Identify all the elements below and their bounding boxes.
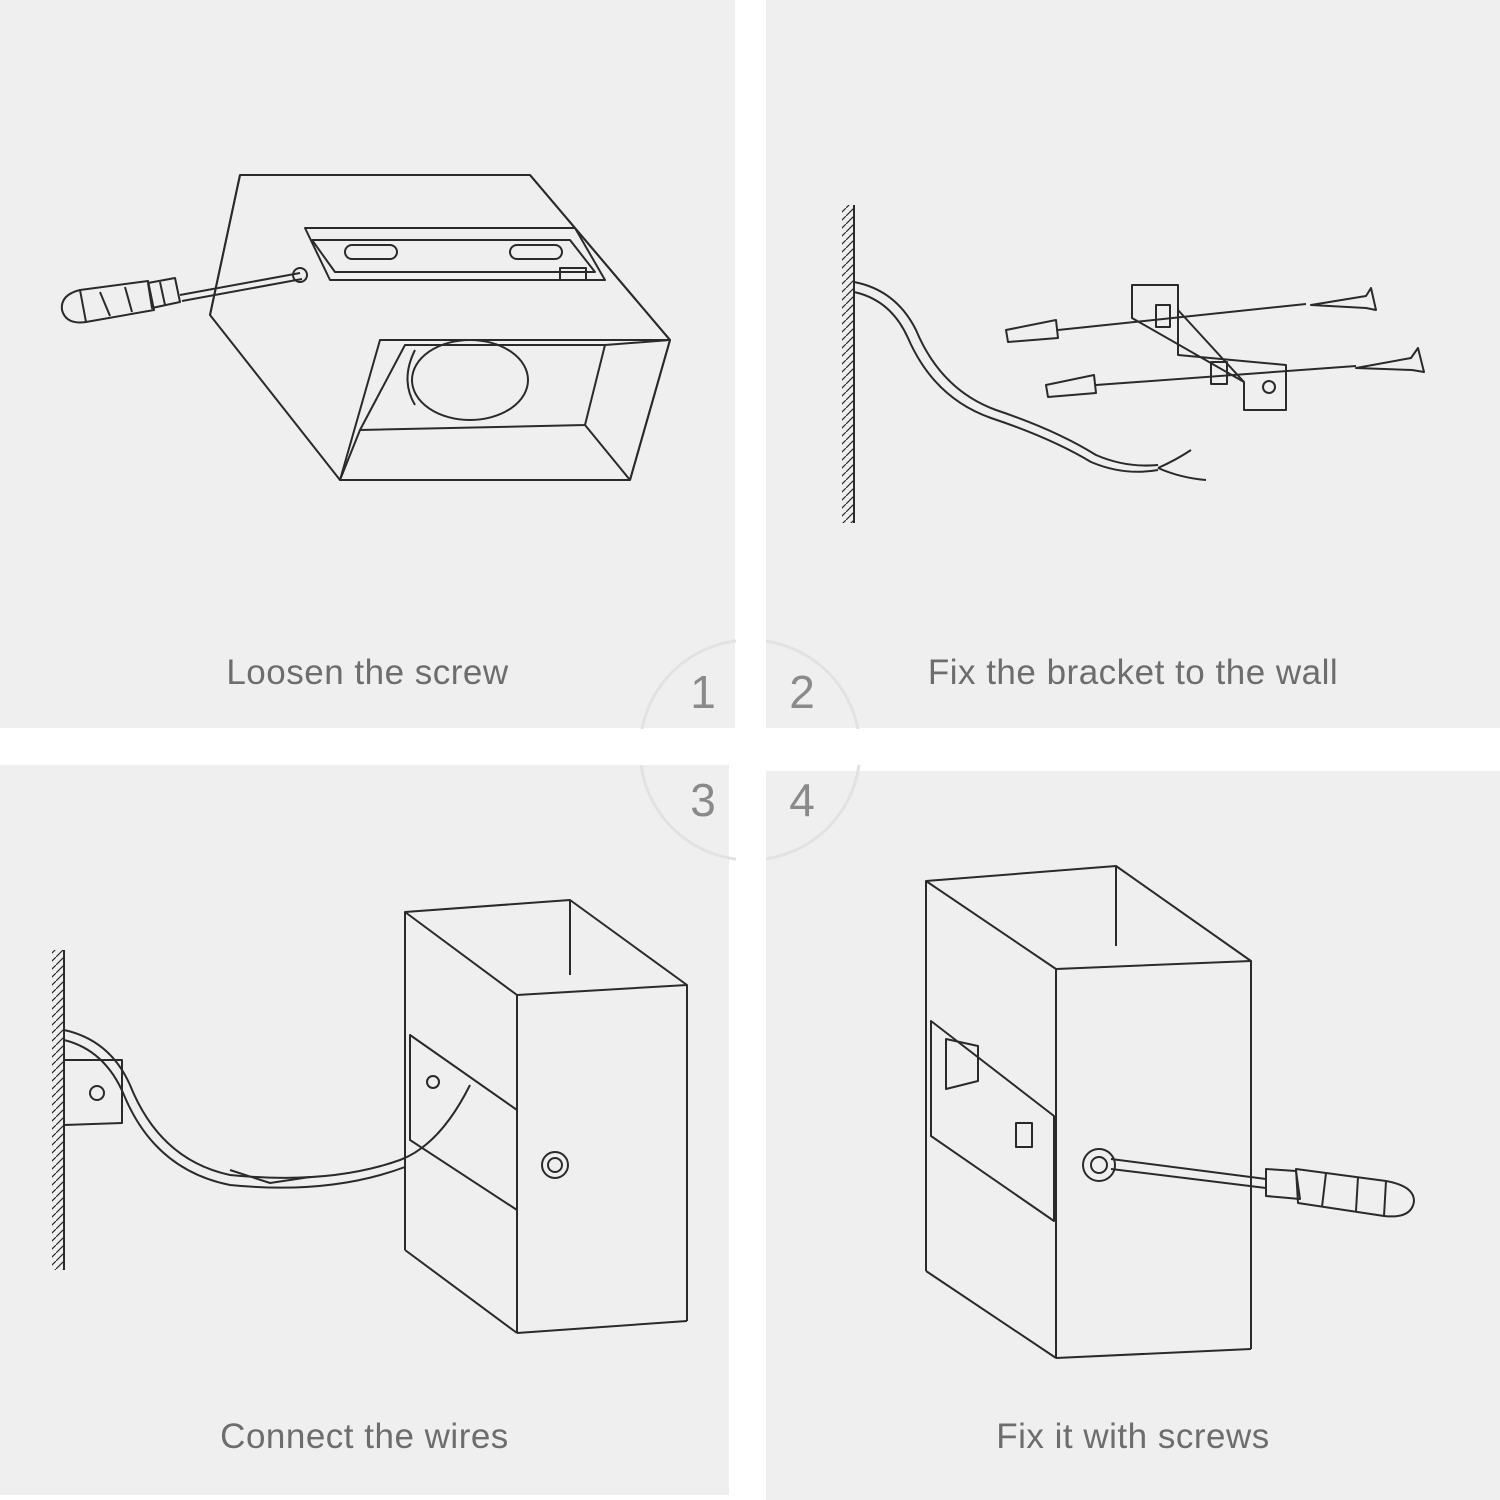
screwdriver-icon: [1082, 1148, 1415, 1218]
step-1-caption: Loosen the screw: [226, 653, 509, 692]
step-2-caption: Fix the bracket to the wall: [927, 653, 1339, 692]
wall-hatch: [52, 950, 65, 1270]
step-3-caption: Connect the wires: [220, 1417, 509, 1456]
lamp-housing: [925, 865, 1252, 1359]
wall-anchor-icon: [1005, 303, 1357, 398]
step-number-3: 3: [690, 774, 716, 826]
lamp-housing: [209, 174, 671, 481]
step-number-2: 2: [789, 666, 815, 718]
step-3-panel: Connect the wires: [0, 765, 729, 1495]
lamp-housing: [404, 899, 688, 1334]
wood-screw-icon: [1310, 287, 1425, 373]
step-4-caption: Fix it with screws: [996, 1417, 1270, 1456]
wall-bracket: [63, 1059, 123, 1126]
step-number-1: 1: [690, 666, 716, 718]
step-2-panel: Fix the bracket to the wall: [766, 0, 1500, 728]
step-2-illustration: [842, 205, 1425, 523]
wall-bracket: [1131, 284, 1287, 411]
step-1-panel: Loosen the screw: [0, 0, 735, 728]
step-3-illustration: [52, 899, 688, 1334]
screwdriver-icon: [60, 267, 308, 324]
step-4-panel: Fix it with screws: [766, 771, 1500, 1500]
step-4-illustration: [925, 865, 1415, 1359]
power-cable: [853, 281, 1207, 481]
step-number-4: 4: [789, 774, 815, 826]
wall-hatch: [842, 205, 855, 523]
power-cable: [63, 1029, 471, 1189]
step-1-illustration: [60, 174, 671, 481]
